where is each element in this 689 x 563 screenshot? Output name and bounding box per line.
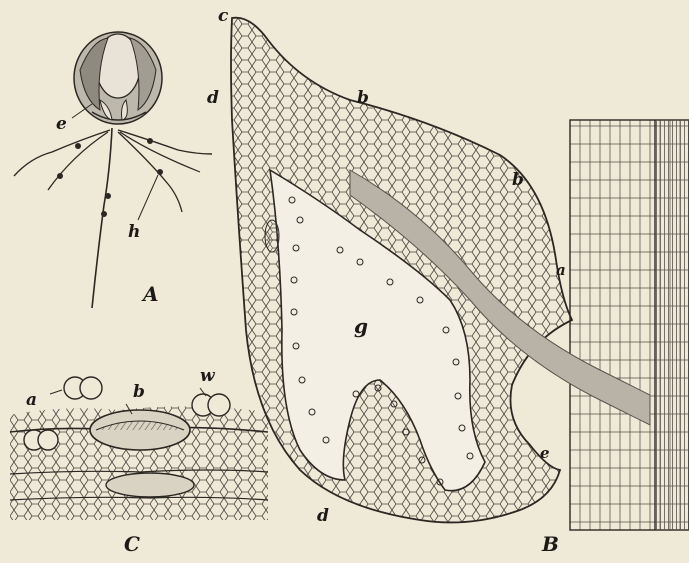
panel-b-label-b-right: b — [512, 172, 524, 189]
panel-a-label-e: e — [56, 116, 67, 133]
panel-c-label-b: b — [133, 384, 145, 401]
panel-c-letter: C — [124, 534, 140, 554]
panel-b-label-d-top: d — [207, 90, 219, 107]
panel-b-label-b-top: b — [357, 90, 369, 107]
panel-b-label-d-bottom: d — [317, 508, 329, 525]
panel-a-label-h: h — [128, 224, 140, 241]
panel-b-letter: B — [542, 534, 559, 554]
panel-b-label-c: c — [218, 8, 228, 25]
panel-c-label-a: a — [26, 392, 37, 409]
panel-a-bud-drawing — [14, 32, 212, 308]
panel-b-label-a: a — [556, 263, 566, 278]
panel-b-section-drawing — [231, 18, 689, 530]
panel-b-label-e: e — [540, 446, 550, 461]
panel-b-label-g: g — [354, 316, 368, 336]
panel-c-label-w: w — [200, 368, 215, 385]
panel-a-letter: A — [143, 284, 159, 304]
